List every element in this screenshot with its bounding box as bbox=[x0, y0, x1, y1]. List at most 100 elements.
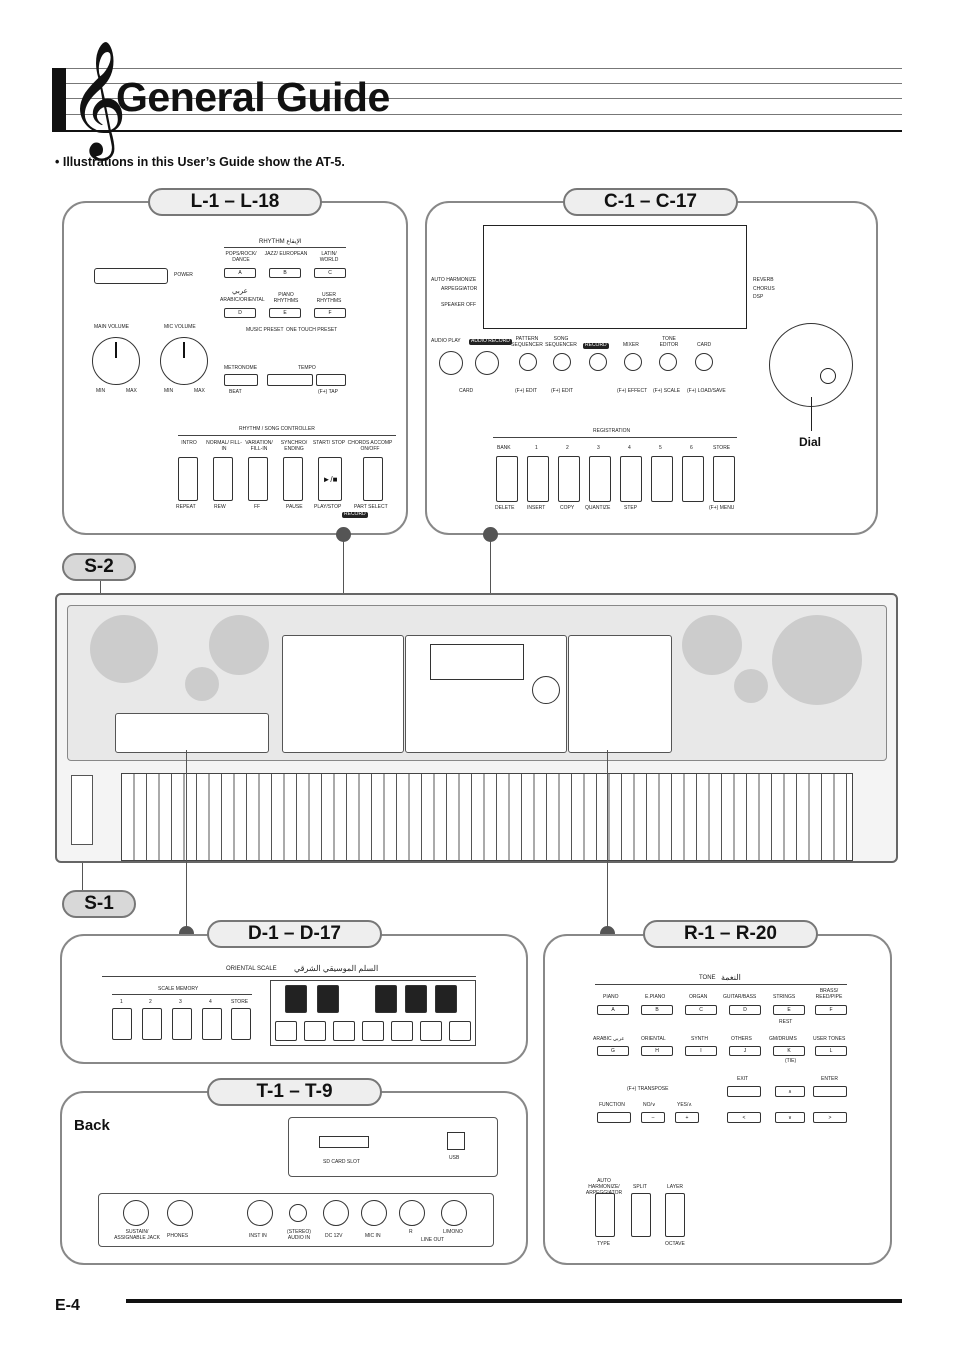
rhythm-e-button[interactable]: E bbox=[269, 308, 301, 318]
song-seq-label: SONG SEQUENCER bbox=[545, 336, 577, 348]
mixer-button[interactable] bbox=[624, 353, 642, 371]
callout-s2: S-2 bbox=[62, 553, 136, 581]
intro-button[interactable] bbox=[178, 457, 198, 501]
mic-volume-knob[interactable] bbox=[160, 337, 208, 385]
rhythm-a-button[interactable]: A bbox=[224, 268, 256, 278]
cursor-down-button[interactable]: ∨ bbox=[775, 1112, 805, 1123]
tone-a-button[interactable]: A bbox=[597, 1005, 629, 1015]
tie-label: (TIE) bbox=[785, 1058, 797, 1064]
reg-2-button[interactable] bbox=[558, 456, 580, 502]
mem-store-button[interactable] bbox=[231, 1008, 251, 1040]
auto-harm-button[interactable] bbox=[595, 1193, 615, 1237]
reg-6-button[interactable] bbox=[682, 456, 704, 502]
tone-b-button[interactable]: B bbox=[641, 1005, 673, 1015]
tone-editor-button[interactable] bbox=[659, 353, 677, 371]
tone-j-button[interactable]: J bbox=[729, 1046, 761, 1056]
tone-h-button[interactable]: H bbox=[641, 1046, 673, 1056]
tone-g-button[interactable]: G bbox=[597, 1046, 629, 1056]
main-volume-knob[interactable] bbox=[92, 337, 140, 385]
chords-label: CHORDS ACCOMP ON/OFF bbox=[347, 440, 393, 452]
callout-r: R-1 – R-20 bbox=[643, 920, 818, 948]
mini-c-section bbox=[405, 635, 567, 753]
tone-i-button[interactable]: I bbox=[685, 1046, 717, 1056]
phones-label: PHONES bbox=[167, 1233, 189, 1239]
sustain-jack[interactable] bbox=[123, 1200, 149, 1226]
tempo-up-button[interactable] bbox=[316, 374, 346, 386]
mem-2-button[interactable] bbox=[142, 1008, 162, 1040]
rhythm-d-button[interactable]: D bbox=[224, 308, 256, 318]
rhythm-c-button[interactable]: C bbox=[314, 268, 346, 278]
accomp-button[interactable] bbox=[363, 457, 383, 501]
reg-3-button[interactable] bbox=[589, 456, 611, 502]
start-stop-button[interactable]: ►/■ bbox=[318, 457, 342, 501]
tone-k-button[interactable]: K bbox=[773, 1046, 805, 1056]
function-button[interactable] bbox=[597, 1112, 631, 1123]
tone-d-button[interactable]: D bbox=[729, 1005, 761, 1015]
step-label: STEP bbox=[624, 505, 638, 511]
enter-button[interactable] bbox=[813, 1086, 847, 1097]
no-button[interactable]: – bbox=[641, 1112, 665, 1123]
tone-f-button[interactable]: F bbox=[815, 1005, 847, 1015]
phones-jack[interactable] bbox=[167, 1200, 193, 1226]
mini-l-section bbox=[282, 635, 404, 753]
card-button[interactable] bbox=[695, 353, 713, 371]
dc-jack[interactable] bbox=[323, 1200, 349, 1226]
mem-4-button[interactable] bbox=[202, 1008, 222, 1040]
tone-l-button[interactable]: L bbox=[815, 1046, 847, 1056]
mem-3-button[interactable] bbox=[172, 1008, 192, 1040]
pattern-sequencer-button[interactable] bbox=[519, 353, 537, 371]
cursor-left-button[interactable]: < bbox=[727, 1112, 761, 1123]
exit-button[interactable] bbox=[727, 1086, 761, 1097]
split-button[interactable] bbox=[631, 1193, 651, 1237]
inst-in-jack[interactable] bbox=[247, 1200, 273, 1226]
rhythm-b-button[interactable]: B bbox=[269, 268, 301, 278]
reg-4-button[interactable] bbox=[620, 456, 642, 502]
tone-e-button[interactable]: E bbox=[773, 1005, 805, 1015]
audio-record-button[interactable] bbox=[475, 351, 499, 375]
audio-play-button[interactable] bbox=[439, 351, 463, 375]
mixer-label: MIXER bbox=[623, 342, 639, 348]
mem-1-button[interactable] bbox=[112, 1008, 132, 1040]
audio-in-jack[interactable] bbox=[289, 1204, 307, 1222]
scale-keys bbox=[270, 980, 476, 1046]
beat-label: BEAT bbox=[229, 389, 242, 395]
yes-button[interactable]: + bbox=[675, 1112, 699, 1123]
audio-record-label: AUDIO RECORD bbox=[469, 338, 512, 345]
record-tag: RECORD bbox=[342, 511, 368, 518]
split-label: SPLIT bbox=[633, 1184, 647, 1190]
variation-fill-button[interactable] bbox=[248, 457, 268, 501]
tone-arabic: النغمة bbox=[721, 973, 741, 982]
effect-label: (F+) EFFECT bbox=[617, 388, 648, 394]
sd-slot-label: SD CARD SLOT bbox=[323, 1159, 360, 1165]
line-out-r-jack[interactable] bbox=[399, 1200, 425, 1226]
reg-5-button[interactable] bbox=[651, 456, 673, 502]
rear-slot-panel: SD CARD SLOT USB bbox=[288, 1117, 498, 1177]
bank-button[interactable] bbox=[496, 456, 518, 502]
dc-label: DC 12V bbox=[325, 1233, 343, 1239]
metronome-button[interactable] bbox=[224, 374, 258, 386]
normal-fill-button[interactable] bbox=[213, 457, 233, 501]
record-button[interactable] bbox=[589, 353, 607, 371]
layer-button[interactable] bbox=[665, 1193, 685, 1237]
dial-knob[interactable] bbox=[769, 323, 853, 407]
tempo-down-button[interactable] bbox=[267, 374, 313, 386]
rhythm-label: RHYTHM الإيقاع bbox=[259, 239, 302, 245]
tone-c-button[interactable]: C bbox=[685, 1005, 717, 1015]
rear-jack-panel: SUSTAIN/ ASSIGNABLE JACK PHONES INST IN … bbox=[98, 1193, 494, 1247]
max-label-2: MAX bbox=[194, 388, 205, 394]
tone-editor-label: TONE EDITOR bbox=[659, 336, 679, 348]
cursor-right-button[interactable]: > bbox=[813, 1112, 847, 1123]
rhythm-f-button[interactable]: F bbox=[314, 308, 346, 318]
power-button[interactable] bbox=[94, 268, 168, 284]
cat-latin: LATIN/ WORLD bbox=[319, 251, 339, 263]
reg-1-button[interactable] bbox=[527, 456, 549, 502]
mic-in-jack[interactable] bbox=[361, 1200, 387, 1226]
store-button[interactable] bbox=[713, 456, 735, 502]
synchro-button[interactable] bbox=[283, 457, 303, 501]
song-sequencer-button[interactable] bbox=[553, 353, 571, 371]
cursor-up-button[interactable]: ∧ bbox=[775, 1086, 805, 1097]
arabic-label: ARABIC عربي bbox=[593, 1036, 625, 1042]
line-out-l-jack[interactable] bbox=[441, 1200, 467, 1226]
line-out-label: LINE OUT bbox=[421, 1237, 445, 1243]
mem-1-label: 1 bbox=[120, 999, 123, 1005]
